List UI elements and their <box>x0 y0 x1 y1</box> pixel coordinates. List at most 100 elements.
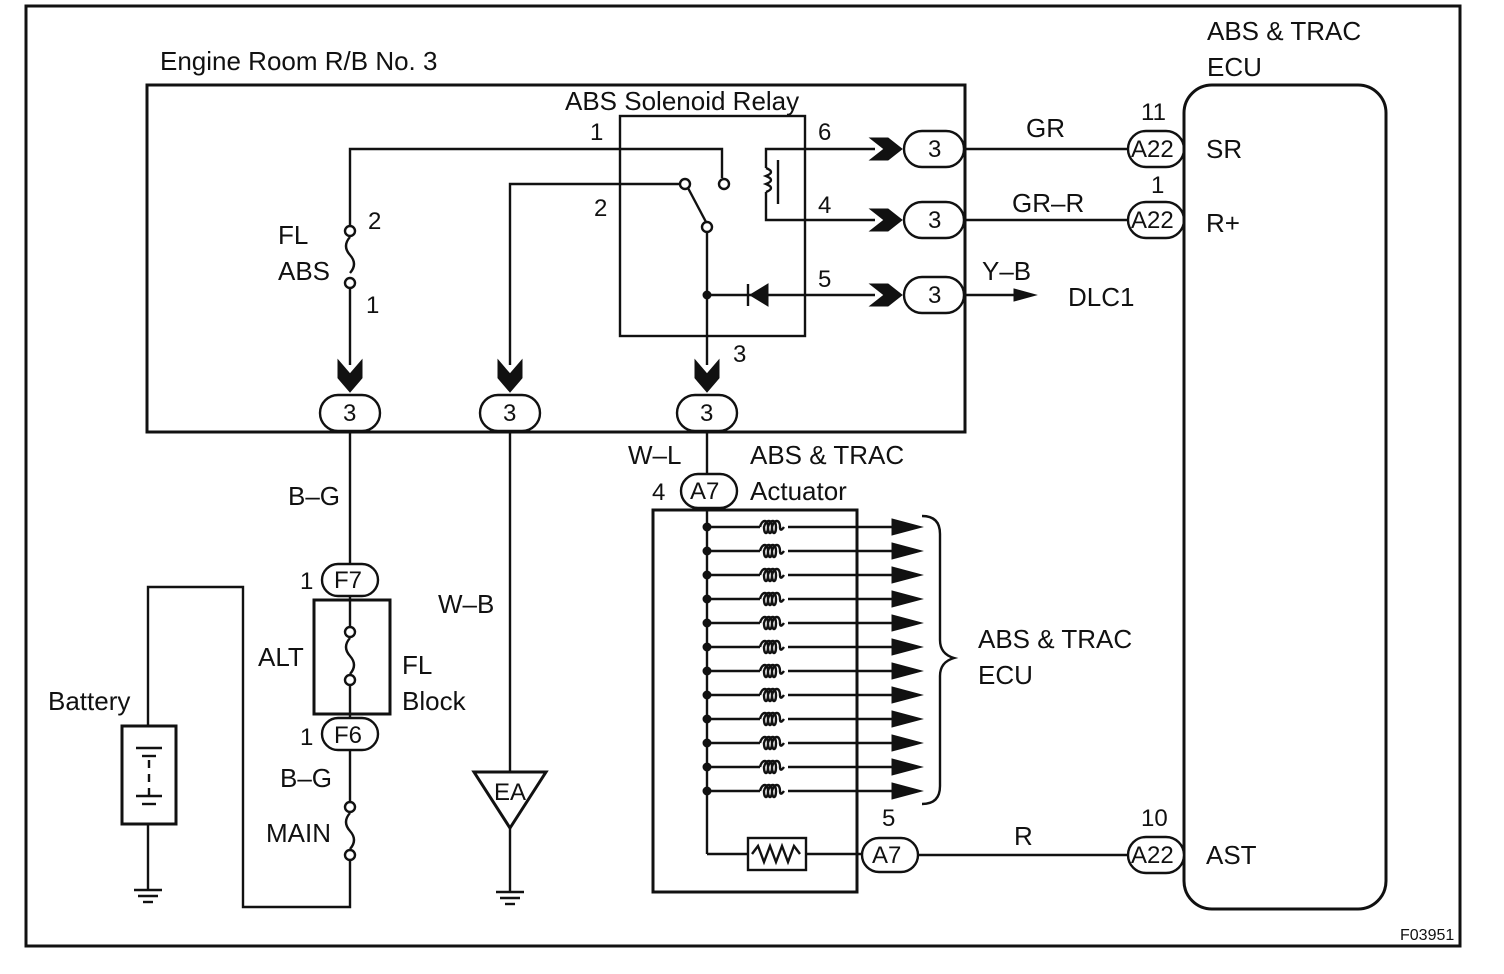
solenoid-branch <box>702 734 924 752</box>
wire-y-b-to-dlc1: Y–B DLC1 <box>964 256 1134 312</box>
rb-connector-6: 3 <box>868 129 966 169</box>
abs-trac-ecu: ABS & TRAC ECU SR R+ AST <box>1182 16 1388 911</box>
svg-text:1: 1 <box>300 568 313 595</box>
ecu-terminal-ast: AST <box>1206 840 1257 870</box>
rb-connector-4: 3 <box>868 200 966 240</box>
fl-block-label-1: FL <box>402 650 432 680</box>
svg-text:3: 3 <box>503 400 516 427</box>
engine-room-rb-label: Engine Room R/B No. 3 <box>160 46 437 76</box>
svg-text:5: 5 <box>882 805 895 832</box>
solenoid-brace: ABS & TRAC ECU <box>921 514 1132 806</box>
ecu-terminal-sr: SR <box>1206 134 1242 164</box>
relay-coil: 6 4 <box>762 119 875 222</box>
fl-block-label-2: Block <box>402 686 467 716</box>
engine-room-rb-box: Engine Room R/B No. 3 <box>145 46 967 434</box>
ecu-terminal-rplus: R+ <box>1206 208 1240 238</box>
relay-pin-6: 6 <box>818 119 831 146</box>
wire-r-label: R <box>1014 821 1033 851</box>
wire-gr-r: GR–R <box>964 188 1128 222</box>
wire-w-l: W–L <box>628 431 709 474</box>
solenoid-branch <box>702 614 924 632</box>
relay-pin-1: 1 <box>590 119 603 146</box>
svg-text:3: 3 <box>343 400 356 427</box>
rb-bottom-connector-fuse: 3 <box>318 358 382 433</box>
relay-pin1-wire: 1 <box>348 119 731 225</box>
svg-text:EA: EA <box>494 779 526 806</box>
main-fuse-label: MAIN <box>266 818 331 848</box>
alt-label: ALT <box>258 642 304 672</box>
wire-gr-label: GR <box>1026 113 1065 143</box>
svg-text:A22: A22 <box>1131 842 1174 869</box>
actuator-solenoids <box>702 518 924 800</box>
wire-b-g-upper-label: B–G <box>288 481 340 511</box>
svg-text:2: 2 <box>368 208 381 235</box>
ecu-title-line2: ECU <box>1207 52 1262 82</box>
wire-y-b-label: Y–B <box>982 256 1031 286</box>
svg-text:4: 4 <box>652 479 665 506</box>
actuator-label-2: Actuator <box>750 476 847 506</box>
relay-pin-2: 2 <box>594 195 607 222</box>
figure-code: F03951 <box>1400 927 1454 944</box>
battery: Battery <box>48 686 178 904</box>
ecu-a22-rplus: A22 1 <box>1126 172 1186 240</box>
svg-text:A22: A22 <box>1131 136 1174 163</box>
relay-diode: 5 <box>707 266 875 307</box>
wire-w-l-label: W–L <box>628 440 681 470</box>
solenoid-branch <box>702 758 924 776</box>
dlc1-label: DLC1 <box>1068 282 1134 312</box>
fl-block: F7 1 F6 1 ALT FL Block <box>258 562 467 752</box>
svg-text:F7: F7 <box>334 567 362 594</box>
solenoid-branch <box>702 686 924 704</box>
relay-pin-4: 4 <box>818 192 831 219</box>
wire-w-b-label: W–B <box>438 589 494 619</box>
svg-text:1: 1 <box>300 724 313 751</box>
solenoid-branch <box>702 590 924 608</box>
ecu-side-label-1: ABS & TRAC <box>978 624 1132 654</box>
rb-bottom-connector-relay: 3 <box>675 358 739 433</box>
solenoid-relay-label: ABS Solenoid Relay <box>565 86 799 116</box>
svg-text:1: 1 <box>1151 172 1164 199</box>
relay-pin2-wire: 2 <box>508 177 714 365</box>
svg-text:3: 3 <box>928 282 941 309</box>
svg-text:A7: A7 <box>872 842 901 869</box>
ecu-side-label-2: ECU <box>978 660 1033 690</box>
wire-b-g-upper: B–G <box>288 431 352 564</box>
wire-gr: GR <box>964 113 1128 151</box>
solenoid-relay: ABS Solenoid Relay <box>565 86 807 338</box>
relay-pin-5: 5 <box>818 266 831 293</box>
solenoid-branch <box>702 566 924 584</box>
fl-abs-label-1: FL <box>278 220 308 250</box>
solenoid-branch <box>702 662 924 680</box>
svg-text:F6: F6 <box>334 722 362 749</box>
solenoid-branch <box>702 710 924 728</box>
svg-text:1: 1 <box>366 292 379 319</box>
rb-bottom-connector-wb: 3 <box>478 358 542 433</box>
wire-gr-r-label: GR–R <box>1012 188 1084 218</box>
solenoid-branch <box>702 638 924 656</box>
fuse-fl-abs: FL ABS 2 1 <box>278 208 381 365</box>
actuator-label-1: ABS & TRAC <box>750 440 904 470</box>
wire-b-g-lower-label: B–G <box>280 763 332 793</box>
solenoid-branch <box>702 542 924 560</box>
wire-w-b-ground: EA W–B <box>438 431 549 906</box>
abs-trac-actuator: A7 4 ABS & TRAC Actuator A7 5 <box>651 440 924 894</box>
svg-text:3: 3 <box>928 207 941 234</box>
wire-r-ast: R A22 10 <box>918 805 1186 875</box>
solenoid-branch <box>702 518 924 536</box>
ecu-a22-sr: A22 11 <box>1126 99 1186 169</box>
relay-common-wire: 3 <box>702 232 746 368</box>
outer-frame <box>24 4 1462 948</box>
svg-text:3: 3 <box>928 136 941 163</box>
battery-label: Battery <box>48 686 130 716</box>
svg-text:A22: A22 <box>1131 207 1174 234</box>
rb-connector-5: 3 <box>868 275 966 315</box>
relay-pin-3: 3 <box>733 341 746 368</box>
fuse-main: B–G MAIN <box>146 585 357 909</box>
solenoid-branch <box>702 782 924 800</box>
fl-abs-label-2: ABS <box>278 256 330 286</box>
svg-text:11: 11 <box>1141 99 1166 126</box>
svg-text:3: 3 <box>700 400 713 427</box>
svg-text:A7: A7 <box>690 478 719 505</box>
svg-text:10: 10 <box>1141 805 1168 832</box>
